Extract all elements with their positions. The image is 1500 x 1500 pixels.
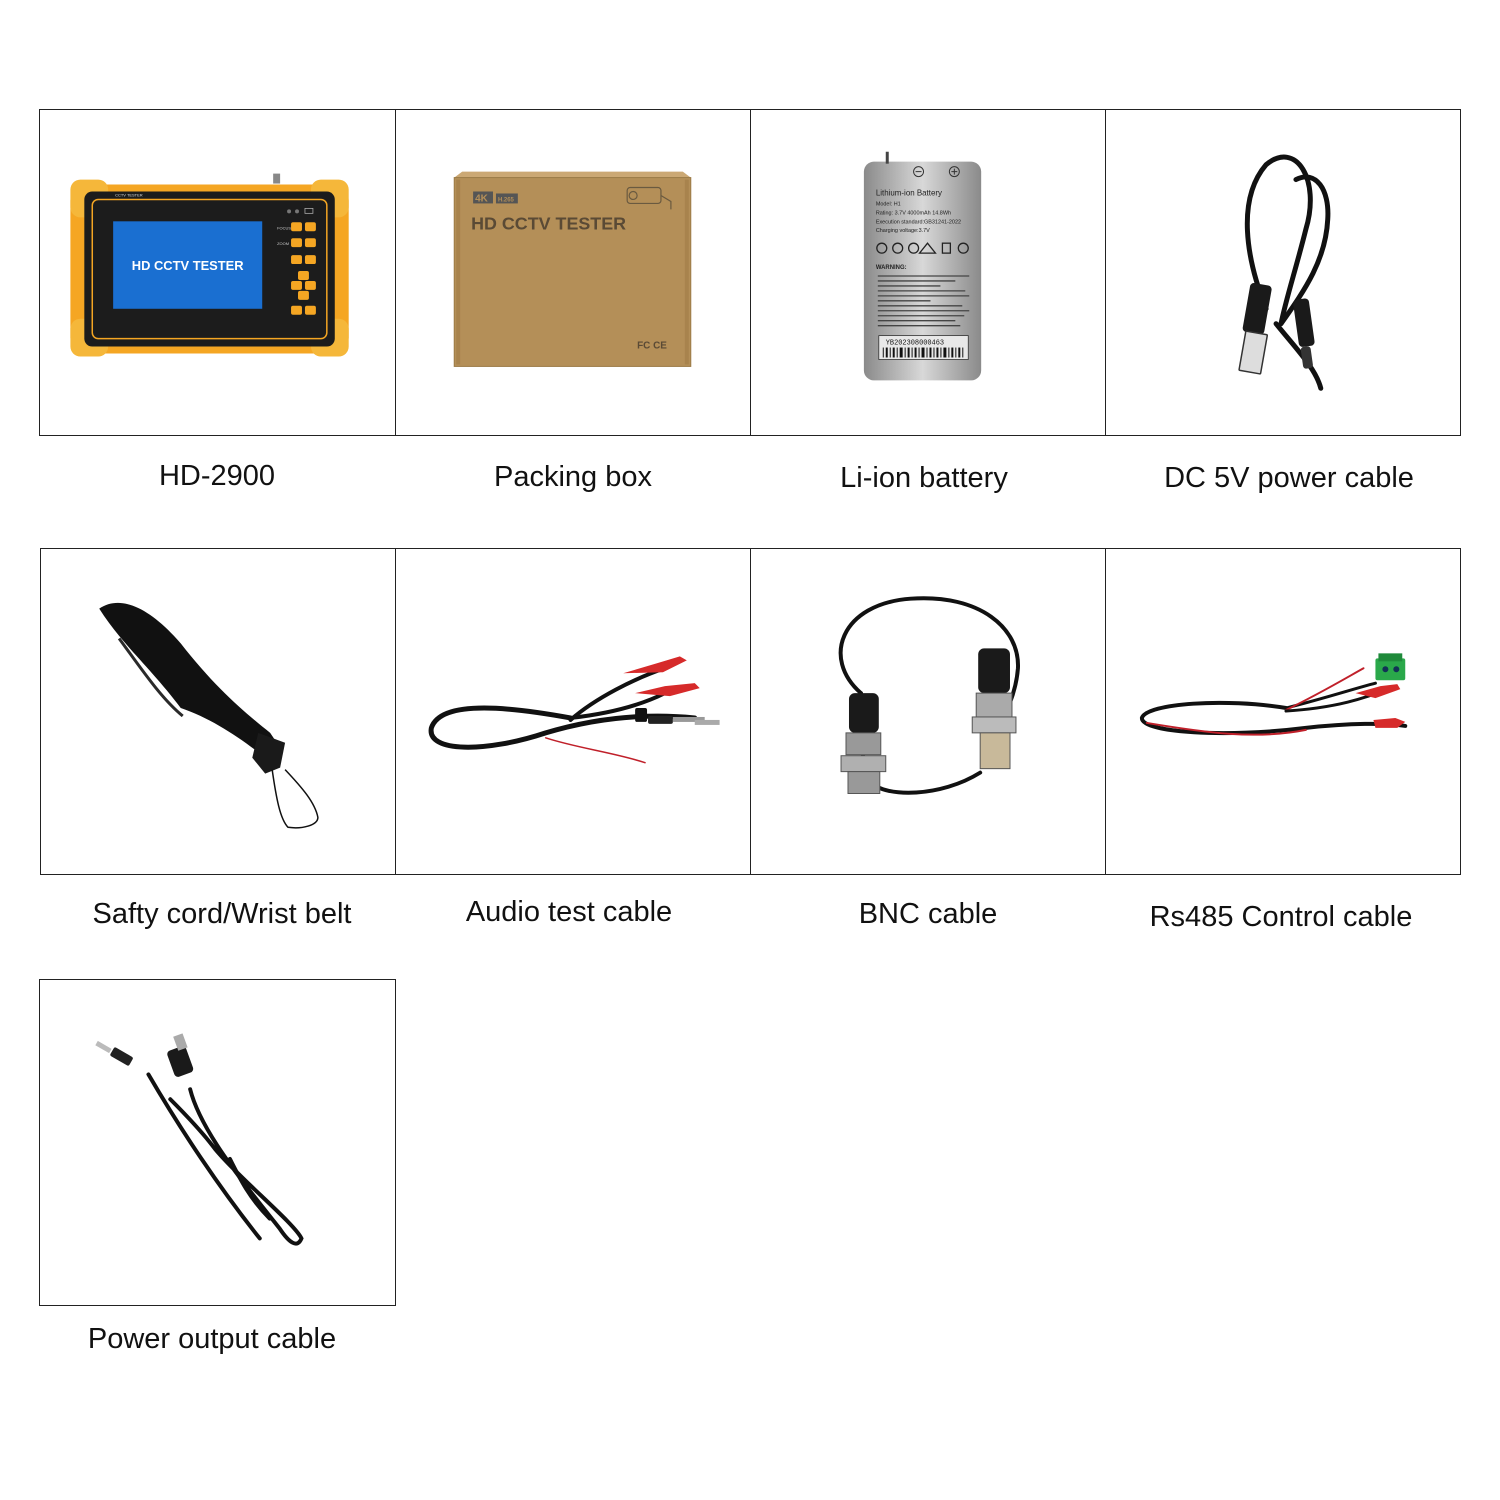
rs485-cable-illustration <box>1139 653 1408 736</box>
battery-certification-icons <box>876 242 969 254</box>
accessory-row-2 <box>40 548 1461 875</box>
audio-cable-wires <box>428 666 698 764</box>
caption-wrist-belt: Safty cord/Wrist belt <box>92 898 352 930</box>
power-output-cable-image <box>40 980 395 1305</box>
box-codec-badge: H.265 <box>498 197 515 203</box>
bnc-cable-illustration <box>838 596 1020 795</box>
battery-title: Lithium-ion Battery <box>876 188 942 197</box>
tester-device-illustration: CCTV TESTER HD CCTV TESTER FOCUS ZOOM <box>70 173 349 357</box>
power-cable-wires <box>146 1072 304 1246</box>
battery-charging: Charging voltage:3.7V <box>876 228 930 234</box>
battery-warning: WARNING: <box>876 265 907 271</box>
focus-label: FOCUS <box>277 225 291 230</box>
battery-barcode <box>882 347 964 358</box>
audio-cable-image <box>396 549 751 874</box>
wrist-belt-image <box>41 549 396 874</box>
caption-power-output-cable: Power output cable <box>87 1323 337 1355</box>
bnc-cable-image <box>751 549 1106 874</box>
caption-packing-box: Packing box <box>494 461 652 493</box>
wrist-belt-illustration <box>99 602 319 829</box>
rs485-cable-image <box>1106 549 1462 874</box>
battery-rating: Rating: 3.7V 4000mAh 14.8Wh <box>876 210 951 216</box>
caption-li-ion-battery: Li-ion battery <box>840 462 1008 494</box>
camera-icon <box>626 186 672 210</box>
packing-box-illustration: 4K H.265 HD CCTV TESTER FC CE <box>453 171 692 367</box>
caption-audio-test-cable: Audio test cable <box>465 896 673 928</box>
battery-image: Lithium-ion Battery Model: H1 Rating: 3.… <box>751 110 1106 435</box>
tester-device-image: CCTV TESTER HD CCTV TESTER FOCUS ZOOM <box>40 110 396 435</box>
battery-model: Model: H1 <box>876 201 901 207</box>
zoom-label: ZOOM <box>277 241 289 246</box>
accessory-row-1: CCTV TESTER HD CCTV TESTER FOCUS ZOOM <box>39 109 1461 436</box>
box-4k-badge: 4K <box>475 193 489 204</box>
power-output-cable-illustration <box>95 1033 304 1246</box>
caption-bnc-cable: BNC cable <box>858 898 998 930</box>
battery-warning-lines <box>877 275 970 327</box>
audio-cable-illustration <box>428 656 720 764</box>
battery-illustration: Lithium-ion Battery Model: H1 Rating: 3.… <box>863 151 982 381</box>
box-title: HD CCTV TESTER <box>471 213 626 233</box>
device-brand-text: CCTV TESTER <box>115 192 143 197</box>
accessory-row-3 <box>39 979 396 1306</box>
usb-cable-illustration <box>1238 154 1331 391</box>
box-certification-marks: FC CE <box>637 341 667 352</box>
caption-rs485-control-cable: Rs485 Control cable <box>1149 901 1413 933</box>
usb-cable-image <box>1106 110 1462 435</box>
rs485-cable-wires <box>1139 667 1408 736</box>
battery-serial: YB202308000463 <box>886 340 944 348</box>
battery-standard: Execution standard:GB31241-2022 <box>876 219 961 225</box>
packing-box-image: 4K H.265 HD CCTV TESTER FC CE <box>396 110 751 435</box>
device-buttons <box>291 222 316 315</box>
caption-hd-2900: HD-2900 <box>158 460 276 492</box>
device-screen-text: HD CCTV TESTER <box>132 258 245 273</box>
caption-dc-5v-power-cable: DC 5V power cable <box>1164 462 1414 494</box>
